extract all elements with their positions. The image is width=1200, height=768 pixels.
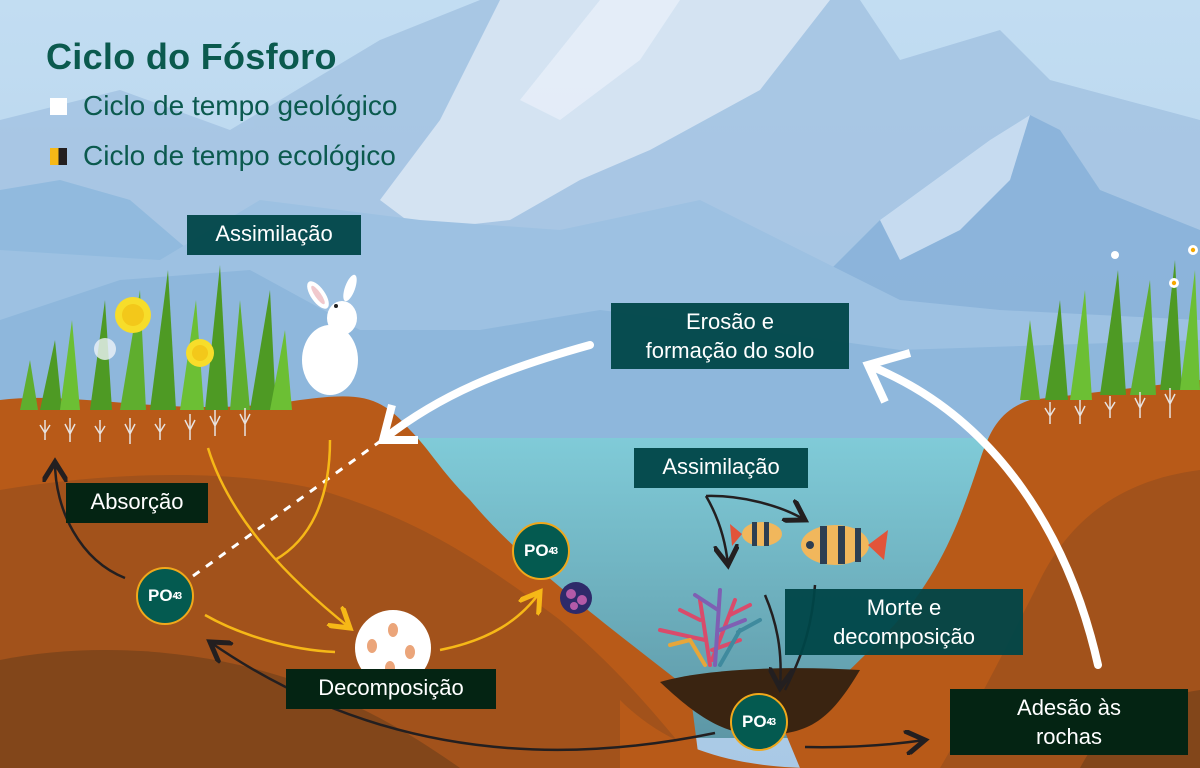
label-erosion: Erosão e formação do solo bbox=[611, 303, 849, 369]
grass-left bbox=[20, 265, 292, 410]
label-assimilation-land: Assimilação bbox=[187, 215, 361, 255]
fish-small bbox=[730, 522, 782, 546]
legend-swatch-white bbox=[50, 97, 67, 115]
dashed-geological-link bbox=[192, 438, 383, 578]
daisies bbox=[1111, 245, 1198, 288]
label-assimilation-water: Assimilação bbox=[634, 448, 808, 488]
legend-label: Ciclo de tempo geológico bbox=[83, 90, 398, 121]
grass-right bbox=[1020, 260, 1200, 400]
dandelions bbox=[94, 297, 214, 367]
rabbit bbox=[302, 274, 358, 395]
diagram-title: Ciclo do Fósforo bbox=[46, 36, 337, 77]
roots-right bbox=[1044, 388, 1176, 424]
legend-label: Ciclo de tempo ecológico bbox=[83, 140, 396, 171]
legend-swatch-yellow-black bbox=[50, 147, 67, 165]
legend-item-ecological: Ciclo de tempo ecológico bbox=[50, 140, 396, 172]
arrow-yellow-rabbit bbox=[274, 439, 332, 562]
label-adhesion-rocks: Adesão às rochas bbox=[950, 689, 1188, 755]
arrow-black-death-1 bbox=[763, 594, 781, 688]
fish-large bbox=[801, 525, 888, 565]
label-death-decomposition: Morte e decomposição bbox=[785, 589, 1023, 655]
arrow-uplift-right bbox=[869, 363, 1102, 669]
arrow-black-return bbox=[210, 642, 716, 752]
arrow-black-assim-1 bbox=[704, 495, 728, 565]
arrow-yellow-po4-decomp bbox=[204, 613, 336, 654]
arrow-yellow-to-water bbox=[439, 592, 540, 652]
label-absorption: Absorção bbox=[66, 483, 208, 523]
roots-left bbox=[39, 408, 251, 444]
coral bbox=[658, 588, 762, 667]
arrow-black-adhesion bbox=[804, 740, 925, 747]
label-decomposition: Decomposição bbox=[286, 669, 496, 709]
mountains bbox=[0, 0, 1200, 440]
arrow-erosion-left bbox=[381, 341, 594, 442]
arrow-yellow-to-decomp bbox=[206, 447, 350, 628]
decomposers-icon bbox=[355, 610, 431, 686]
arrow-black-assim-2 bbox=[705, 494, 805, 520]
legend-item-geological: Ciclo de tempo geológico bbox=[50, 90, 397, 122]
arrow-black-absorption bbox=[55, 462, 126, 580]
